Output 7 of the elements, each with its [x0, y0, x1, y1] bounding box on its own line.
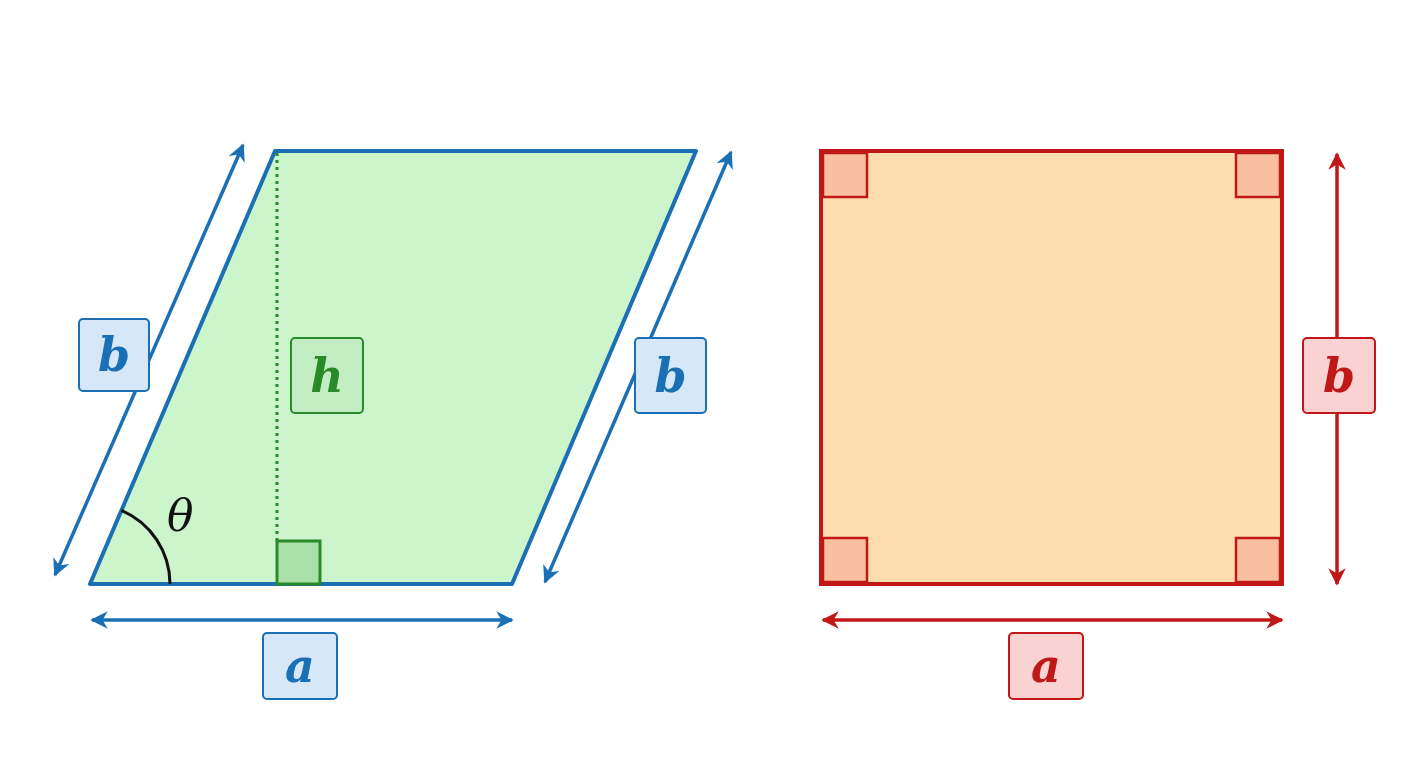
variable-label: a: [1008, 632, 1084, 700]
variable-label: b: [78, 318, 150, 392]
variable-label: a: [262, 632, 338, 700]
variable-label: b: [634, 337, 707, 414]
variable-label: b: [1302, 337, 1376, 414]
variable-label: h: [290, 337, 364, 414]
angle-label: θ: [167, 494, 194, 538]
